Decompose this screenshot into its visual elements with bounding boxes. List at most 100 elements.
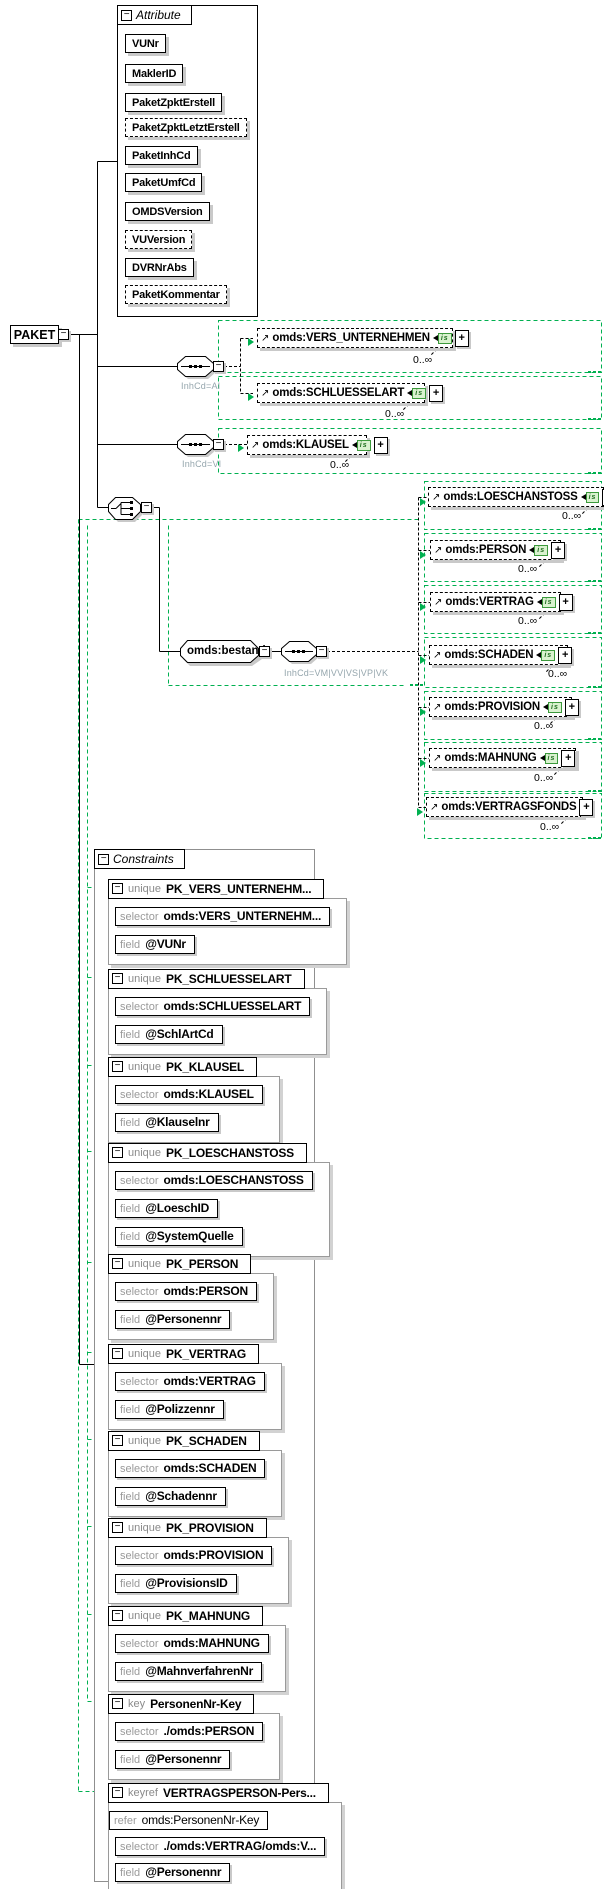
constraint-header[interactable]: unique PK_LOESCHANSTOSS	[108, 1142, 307, 1163]
paket-collapse-toggle[interactable]	[58, 329, 69, 340]
expand-plus-icon[interactable]	[373, 436, 388, 454]
attribute-omdsversion[interactable]: OMDSVersion	[125, 202, 210, 221]
constraints-panel-tab[interactable]: Constraints	[94, 849, 185, 869]
element-vertrag[interactable]: omds:VERTRAG is	[430, 592, 573, 612]
collapse-minus-icon[interactable]	[98, 853, 109, 865]
expand-plus-icon[interactable]	[561, 749, 576, 767]
sequence-compositor-ai[interactable]	[177, 356, 218, 386]
field-row[interactable]: field@Personennr	[115, 1749, 231, 1769]
expand-plus-icon[interactable]	[454, 329, 469, 347]
element-person[interactable]: omds:PERSON is	[430, 540, 566, 560]
collapse-minus-icon[interactable]	[112, 1061, 123, 1072]
attribute-maklerid[interactable]: MaklerID	[125, 64, 184, 83]
constraint-pk-loeschanstoss[interactable]: unique PK_LOESCHANSTOSS selectoromds:LOE…	[108, 1141, 330, 1257]
field-row[interactable]: field@Personennr	[115, 1862, 231, 1882]
sequence-vi-collapse-toggle[interactable]	[213, 439, 224, 450]
sequence-ai-collapse-toggle[interactable]	[213, 361, 224, 372]
attribute-dvrnrabs[interactable]: DVRNrAbs	[125, 258, 194, 277]
element-bestand[interactable]	[180, 640, 263, 672]
choice-collapse-toggle[interactable]	[141, 502, 152, 513]
constraint-pk-vers-unternehmen[interactable]: unique PK_VERS_UNTERNEHM... selectoromds…	[108, 877, 348, 965]
constraint-pk-schluesselart[interactable]: unique PK_SCHLUESSELART selectoromds:SCH…	[108, 967, 328, 1055]
selector-row[interactable]: selector./omds:VERTRAG/omds:V...	[115, 1836, 326, 1856]
field-row[interactable]: field@SchlArtCd	[115, 1024, 223, 1044]
choice-compositor[interactable]	[108, 497, 145, 528]
expand-plus-icon[interactable]	[602, 488, 604, 506]
constraint-vertragsperson-keyref[interactable]: keyref VERTRAGSPERSON-Pers... referomds:…	[108, 1781, 343, 1889]
constraint-personennr-key[interactable]: key PersonenNr-Key selector./omds:PERSON…	[108, 1692, 281, 1780]
expand-plus-icon[interactable]	[558, 646, 573, 664]
constraint-header[interactable]: unique PK_PERSON	[108, 1253, 252, 1274]
collapse-minus-icon[interactable]	[121, 9, 132, 21]
element-klausel[interactable]: omds:KLAUSEL is	[247, 435, 388, 455]
expand-plus-icon[interactable]	[579, 798, 594, 816]
selector-row[interactable]: selector./omds:PERSON	[115, 1721, 264, 1741]
element-provision[interactable]: omds:PROVISION is	[429, 697, 579, 717]
constraint-header[interactable]: unique PK_KLAUSEL	[108, 1056, 258, 1077]
constraint-header[interactable]: unique PK_SCHADEN	[108, 1430, 260, 1451]
attribute-paketumfcd[interactable]: PaketUmfCd	[125, 173, 203, 192]
constraint-pk-provision[interactable]: unique PK_PROVISION selectoromds:PROVISI…	[108, 1516, 290, 1604]
constraint-header[interactable]: keyref VERTRAGSPERSON-Pers...	[108, 1782, 329, 1803]
constraint-header[interactable]: unique PK_PROVISION	[108, 1517, 267, 1538]
field-row[interactable]: field@Klauselnr	[115, 1112, 219, 1132]
field-row[interactable]: field@MahnverfahrenNr	[115, 1661, 263, 1681]
expand-plus-icon[interactable]	[558, 593, 573, 611]
sequence-bestand-collapse-toggle[interactable]	[316, 646, 327, 657]
collapse-minus-icon[interactable]	[112, 1698, 123, 1709]
field-row[interactable]: field@Polizzennr	[115, 1399, 224, 1419]
attribute-paketzpkterstell[interactable]: PaketZpktErstell	[125, 93, 223, 112]
expand-plus-icon[interactable]	[564, 698, 579, 716]
collapse-minus-icon[interactable]	[112, 1610, 123, 1621]
collapse-minus-icon[interactable]	[112, 1522, 123, 1533]
field-row[interactable]: field@ProvisionsID	[115, 1573, 237, 1593]
sequence-compositor-vi[interactable]	[177, 434, 218, 464]
collapse-minus-icon[interactable]	[112, 1258, 123, 1269]
collapse-minus-icon[interactable]	[112, 973, 123, 984]
expand-plus-icon[interactable]	[551, 541, 566, 559]
element-vers-unternehmen[interactable]: omds:VERS_UNTERNEHMEN is	[257, 328, 469, 348]
attributes-panel-tab[interactable]: Attribute	[117, 5, 192, 25]
constraint-header[interactable]: key PersonenNr-Key	[108, 1693, 255, 1714]
collapse-minus-icon[interactable]	[112, 1348, 123, 1359]
attribute-paketkommentar[interactable]: PaketKommentar	[125, 285, 227, 304]
sequence-compositor-bestand[interactable]	[281, 641, 321, 671]
field-row[interactable]: field@Schadennr	[115, 1486, 226, 1506]
element-mahnung[interactable]: omds:MAHNUNG is	[429, 748, 576, 768]
attribute-paketzpktletzterstell[interactable]: PaketZpktLetztErstell	[125, 118, 247, 137]
constraint-header[interactable]: unique PK_VERS_UNTERNEHM...	[108, 878, 325, 899]
constraint-header[interactable]: unique PK_MAHNUNG	[108, 1605, 264, 1626]
attribute-vuversion[interactable]: VUVersion	[125, 230, 193, 249]
root-element-paket[interactable]: PAKET	[10, 325, 59, 344]
bestand-collapse-toggle[interactable]	[259, 646, 270, 657]
constraint-header[interactable]: unique PK_SCHLUESSELART	[108, 968, 305, 989]
element-schaden[interactable]: omds:SCHADEN is	[429, 645, 573, 665]
field-row[interactable]: field@Personennr	[115, 1309, 231, 1329]
constraint-header[interactable]: unique PK_VERTRAG	[108, 1343, 260, 1364]
field-row[interactable]: field@VUNr	[115, 934, 195, 954]
collapse-minus-icon[interactable]	[112, 1435, 123, 1446]
collapse-minus-icon[interactable]	[112, 1147, 123, 1158]
element-vertragsfonds[interactable]: omds:VERTRAGSFONDS	[426, 797, 594, 817]
attribute-paketinhcd[interactable]: PaketInhCd	[125, 146, 198, 165]
expand-plus-icon[interactable]	[429, 384, 444, 402]
attribute-vunr[interactable]: VUNr	[125, 34, 166, 53]
collapse-minus-icon[interactable]	[112, 883, 123, 894]
element-loeschanstoss[interactable]: omds:LOESCHANSTOSS is	[428, 487, 604, 507]
collapse-minus-icon[interactable]	[112, 1787, 123, 1798]
